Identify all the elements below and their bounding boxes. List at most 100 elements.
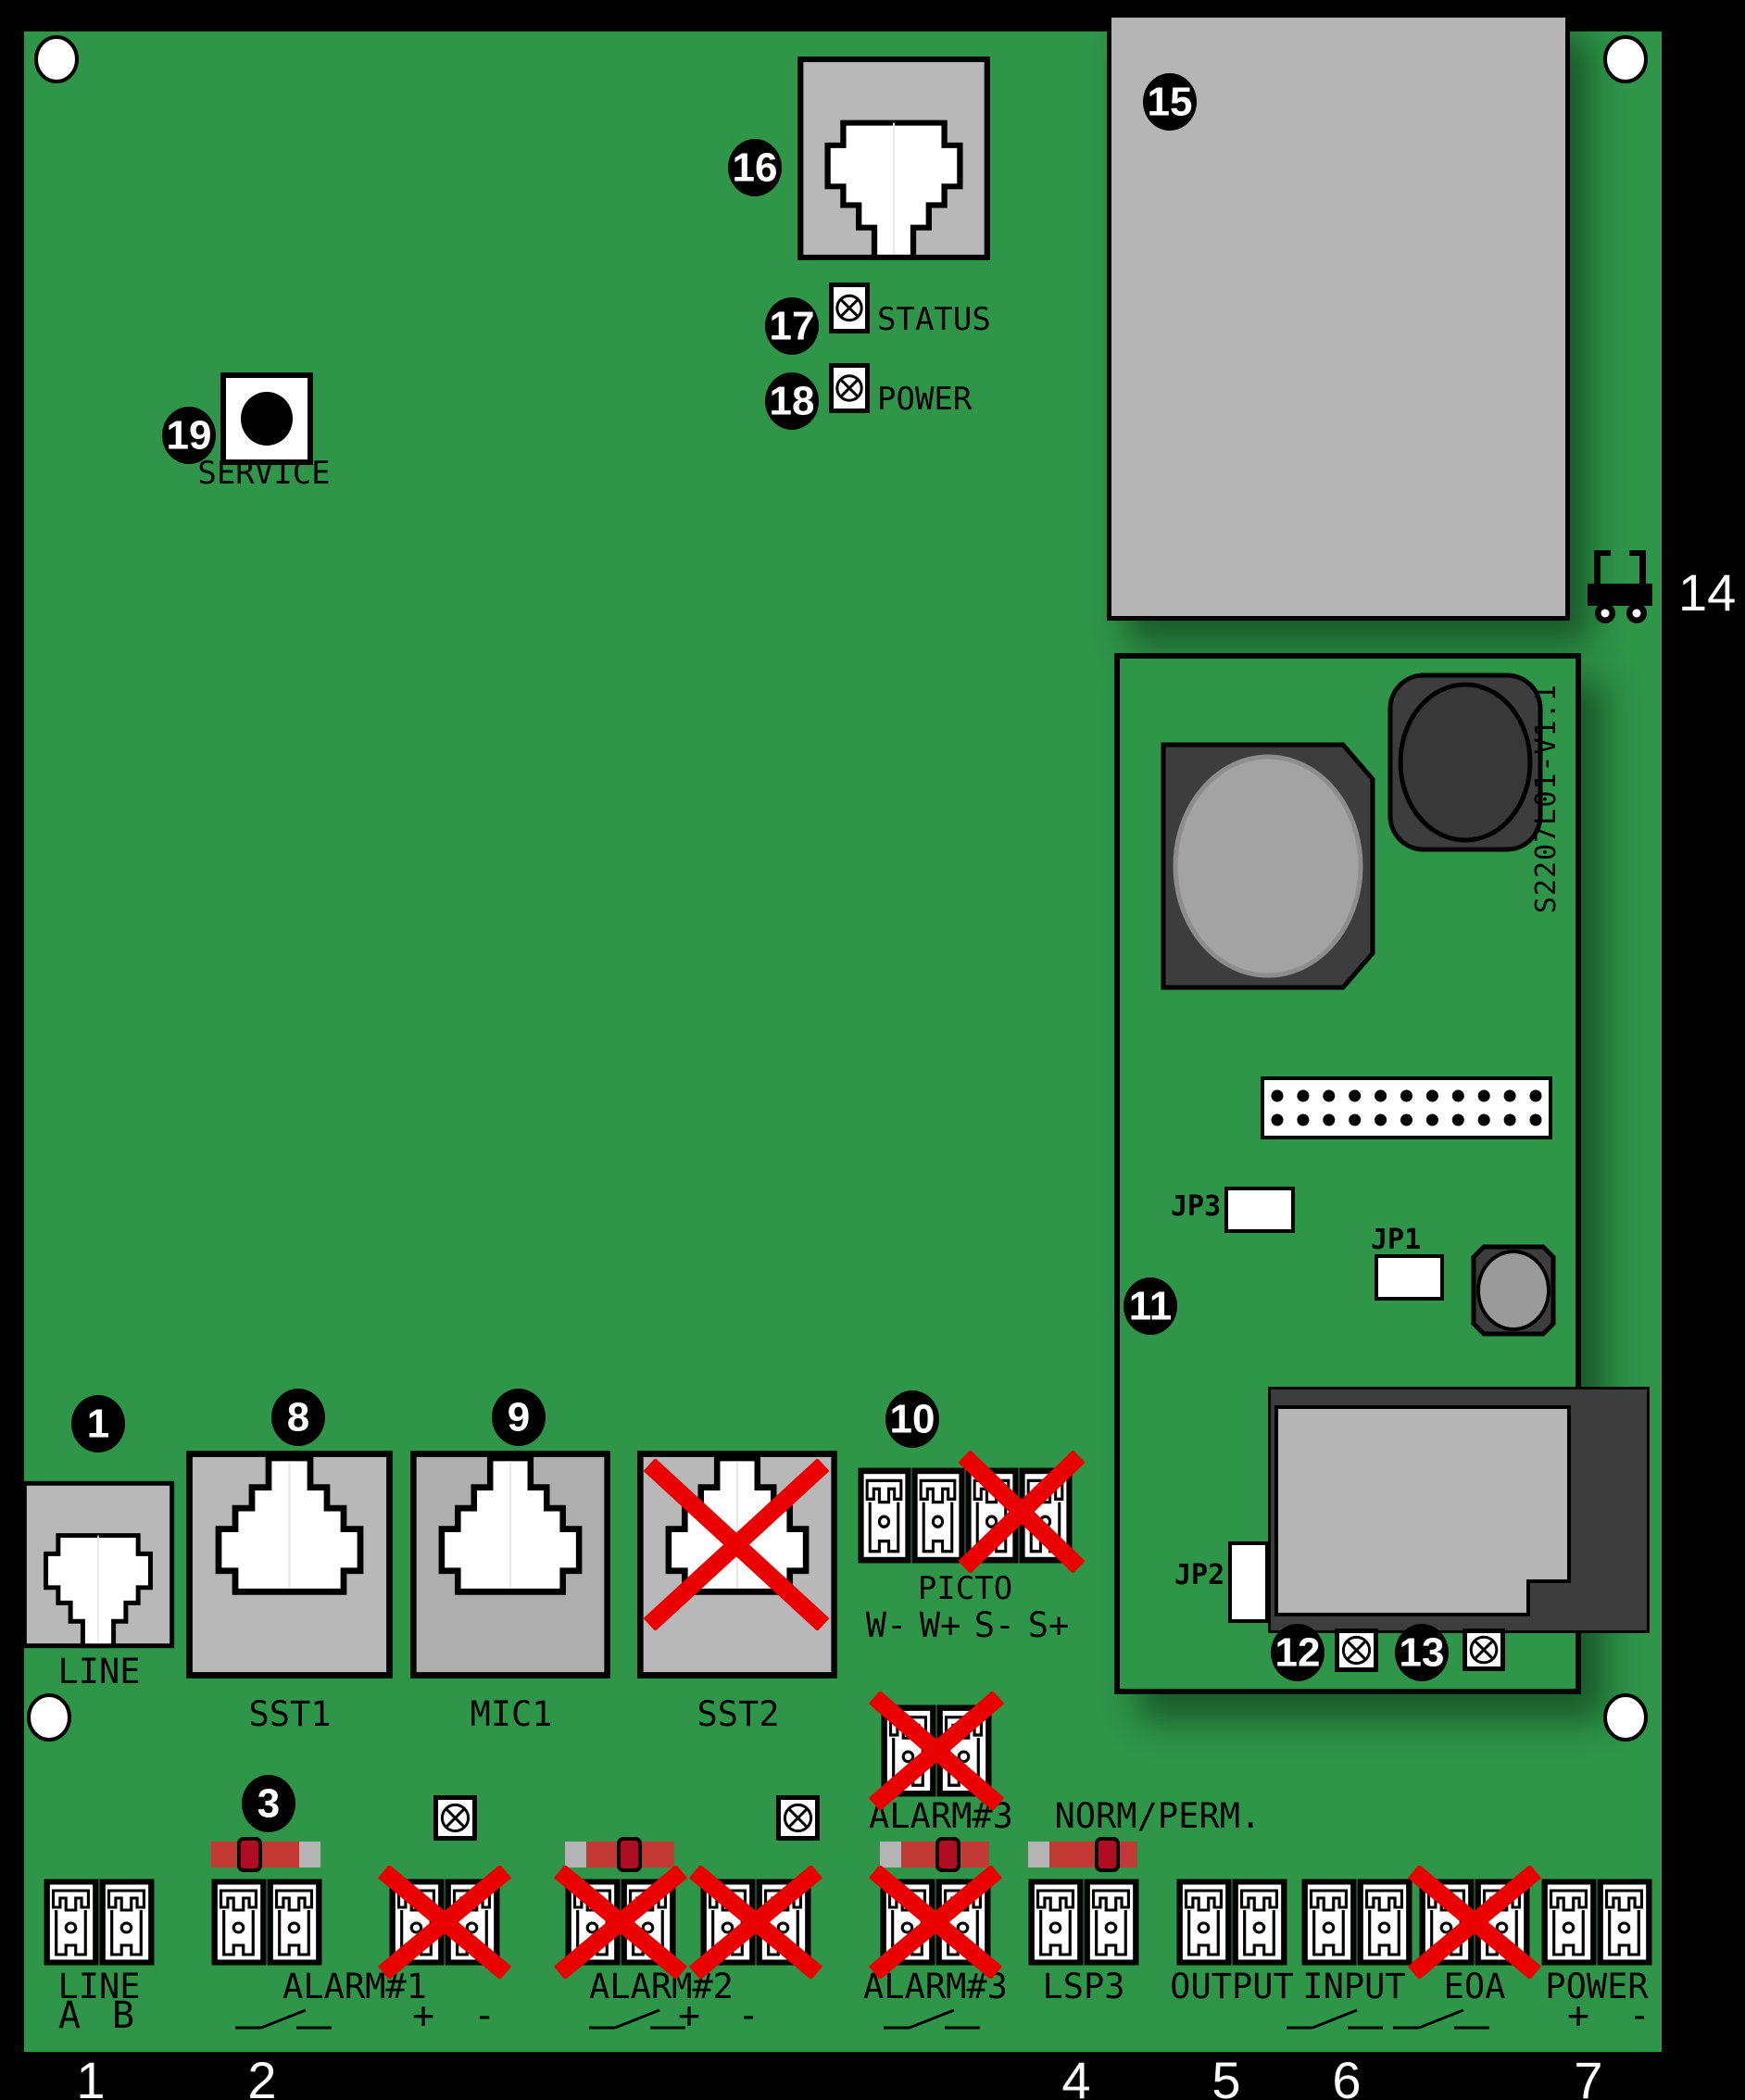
- sst1-jack-label: SST1: [248, 1694, 332, 1734]
- terminal-label: ALARM#2: [589, 1967, 734, 2006]
- mounting-hole: [34, 35, 79, 83]
- terminal-label: EOA: [1443, 1967, 1506, 2006]
- callout-10: 10: [885, 1390, 939, 1448]
- pin-polarity-label: -: [736, 1994, 760, 2037]
- callout-16: 16: [728, 139, 782, 196]
- pin-polarity-label: -: [472, 1994, 496, 2037]
- svg-text:18: 18: [770, 379, 815, 424]
- jp3-label: JP3: [1171, 1190, 1222, 1223]
- dip-switch: [880, 1837, 989, 1872]
- not-connected-cross: [869, 1691, 1004, 1810]
- callout-13: 13: [1395, 1624, 1449, 1681]
- callout-1: 1: [71, 1395, 125, 1452]
- contact-switch-symbol: [884, 2008, 980, 2030]
- mounting-hole: [1603, 35, 1648, 83]
- jp2-label: JP2: [1174, 1559, 1225, 1591]
- inductor-icon: [1387, 673, 1543, 852]
- input-terminal: [1301, 1879, 1412, 1966]
- svg-text:12: 12: [1275, 1630, 1321, 1676]
- terminal-label: POWER: [1545, 1967, 1649, 2006]
- picto-pin-label: W-: [865, 1605, 908, 1645]
- dip-switch: [211, 1837, 320, 1872]
- dip-switch: [565, 1837, 674, 1872]
- power-terminal: [1541, 1879, 1652, 1966]
- service-label: SERVICE: [197, 455, 331, 492]
- service-button-dot: [241, 392, 293, 446]
- handset-jack: [797, 57, 990, 260]
- board-led-12: [1335, 1628, 1378, 1672]
- line-ab-terminal: [44, 1879, 155, 1966]
- pin-polarity-label: +: [1566, 1994, 1590, 2037]
- not-connected-cross: [644, 1459, 829, 1630]
- jp1-jumper: [1375, 1254, 1444, 1301]
- svg-text:13: 13: [1400, 1630, 1445, 1676]
- contact-switch-symbol: [589, 2008, 685, 2030]
- callout-11: 11: [1124, 1277, 1177, 1335]
- mic1-led: [433, 1795, 477, 1841]
- not-connected-cross: [1408, 1866, 1541, 1979]
- svg-text:10: 10: [890, 1397, 935, 1442]
- pin-polarity-label: -: [1627, 1994, 1651, 2037]
- svg-text:16: 16: [733, 145, 778, 191]
- callout-3: 3: [242, 1775, 295, 1832]
- terminal-number-label: 2: [247, 2051, 277, 2100]
- mounting-hole: [1603, 1693, 1648, 1742]
- terminal-label: INPUT: [1302, 1967, 1406, 2006]
- terminal-label: OUTPUT: [1170, 1967, 1294, 2006]
- jp3-jumper: [1224, 1187, 1295, 1233]
- picto-pin-label: S-: [973, 1605, 1016, 1645]
- svg-text:17: 17: [770, 304, 815, 349]
- line-jack-label: LINE: [57, 1652, 141, 1691]
- mounting-hole: [27, 1693, 71, 1742]
- side-jack-body: [1274, 1405, 1571, 1616]
- pin-polarity-label: +: [411, 1994, 435, 2037]
- callout-14-label: 14: [1678, 563, 1737, 622]
- trolley-icon: [1588, 550, 1652, 623]
- capacitor-icon: [1471, 1244, 1556, 1337]
- callout-12: 12: [1271, 1624, 1324, 1681]
- terminal-label: ALARM#3: [863, 1967, 1008, 2006]
- svg-text:3: 3: [257, 1781, 280, 1827]
- speaker-icon: [1161, 742, 1375, 990]
- alarm1-contact-terminal: [211, 1879, 322, 1966]
- pin-polarity-label: A: [57, 1994, 82, 2037]
- svg-text:15: 15: [1148, 80, 1193, 125]
- dip-switch: [1028, 1837, 1137, 1872]
- power-led: [829, 363, 870, 413]
- terminal-number-label: 6: [1332, 2051, 1362, 2100]
- callout-8: 8: [271, 1389, 325, 1446]
- not-connected-cross: [869, 1866, 1002, 1979]
- terminal-number-label: 1: [76, 2051, 106, 2100]
- mic1-jack: [410, 1451, 610, 1679]
- svg-text:1: 1: [87, 1402, 109, 1447]
- mic1-jack-label: MIC1: [470, 1694, 553, 1734]
- terminal-number-label: 4: [1061, 2051, 1091, 2100]
- not-connected-cross: [554, 1866, 687, 1979]
- board-version-label: S2207L01-V1.1: [1530, 684, 1563, 913]
- pin-polarity-label: B: [111, 1994, 135, 2037]
- pin-header: [1261, 1076, 1552, 1139]
- contact-switch-symbol: [1287, 2008, 1383, 2030]
- not-connected-cross: [959, 1451, 1085, 1573]
- terminal-number-label: 7: [1574, 2051, 1603, 2100]
- line-jack: [21, 1480, 175, 1649]
- service-button: [220, 372, 313, 465]
- picto-pin-label: S+: [1027, 1605, 1070, 1645]
- contact-switch-symbol: [1393, 2008, 1489, 2030]
- status-led-label: STATUS: [877, 301, 991, 338]
- sst2-jack-label: SST2: [697, 1694, 780, 1734]
- output-terminal: [1176, 1879, 1287, 1966]
- svg-text:9: 9: [508, 1395, 530, 1440]
- jp1-label: JP1: [1371, 1224, 1422, 1256]
- callout-19: 19: [162, 407, 216, 464]
- svg-text:11: 11: [1129, 1284, 1173, 1329]
- jp2-jumper: [1228, 1541, 1269, 1623]
- svg-text:8: 8: [287, 1395, 309, 1440]
- sst1-jack: [186, 1451, 393, 1679]
- board-led-13: [1463, 1628, 1505, 1671]
- power-led-label: POWER: [877, 381, 973, 418]
- not-connected-cross: [378, 1866, 511, 1979]
- callout-9: 9: [492, 1389, 546, 1446]
- terminal-label: LINE: [57, 1967, 141, 2006]
